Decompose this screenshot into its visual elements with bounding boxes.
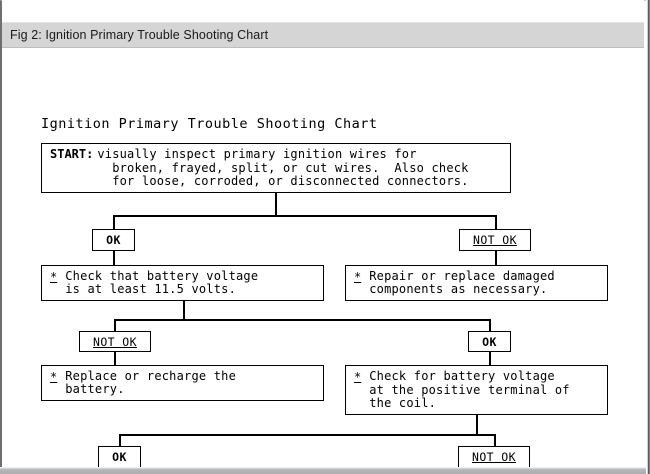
bullet-icon: * — [354, 370, 362, 385]
window-bottom-edge — [0, 467, 650, 474]
figure-caption-bar: Fig 2: Ignition Primary Trouble Shooting… — [2, 22, 644, 48]
node-check-battery-voltage: * Check that battery voltage is at least… — [41, 265, 324, 301]
node-repair-replace-components-text: Repair or replace damaged components as … — [369, 268, 555, 296]
chip-ok-row1-label: OK — [106, 233, 121, 247]
node-check-coil-terminal-voltage: * Check for battery voltage at the posit… — [345, 365, 608, 415]
bullet-icon: * — [354, 269, 362, 284]
chip-ok-row2: OK — [468, 331, 511, 352]
connector-row2-left-down — [183, 301, 185, 319]
chip-notok-row3-label: NOT OK — [472, 450, 516, 464]
chip-notok-row1: NOT OK — [459, 229, 531, 251]
connector-chip-notok-row2-down — [114, 352, 116, 365]
chip-notok-row2: NOT OK — [79, 331, 151, 352]
chip-ok-row2-label: OK — [482, 334, 497, 349]
connector-branch-2-left — [114, 319, 116, 331]
connector-chip-ok-row1-down — [113, 251, 115, 265]
chip-notok-row3: NOT OK — [458, 446, 530, 467]
connector-branch-3 — [119, 434, 495, 436]
connector-branch-1-right — [495, 215, 497, 229]
window-top-strip — [2, 0, 644, 22]
connector-branch-2-right — [489, 319, 491, 331]
figure-caption-text: Fig 2: Ignition Primary Trouble Shooting… — [10, 28, 269, 42]
flowchart-canvas: Ignition Primary Trouble Shooting Chart … — [3, 49, 644, 467]
connector-chip-notok-row1-down — [495, 251, 497, 265]
connector-start-down — [275, 193, 277, 215]
bullet-icon: * — [50, 269, 58, 284]
flowchart-title: Ignition Primary Trouble Shooting Chart — [41, 116, 378, 132]
node-check-coil-terminal-voltage-text: Check for battery voltage at the positiv… — [369, 369, 570, 411]
window-right-edge — [646, 0, 650, 474]
chip-ok-row3: OK — [98, 446, 141, 467]
node-replace-recharge-battery-text: Replace or recharge the battery. — [65, 368, 237, 396]
chip-notok-row2-label: NOT OK — [93, 334, 137, 349]
node-start-text: visually inspect primary ignition wires … — [97, 147, 469, 189]
connector-branch-1-left — [113, 215, 115, 229]
start-label: START: — [50, 147, 94, 162]
chip-ok-row3-label: OK — [112, 450, 127, 464]
bullet-icon: * — [50, 369, 58, 384]
chip-notok-row1-label: NOT OK — [473, 233, 517, 247]
connector-row3-right-down — [476, 415, 478, 434]
connector-branch-3-left — [119, 434, 121, 446]
chip-ok-row1: OK — [92, 229, 135, 251]
node-check-battery-voltage-text: Check that battery voltage is at least 1… — [65, 268, 259, 296]
connector-branch-1 — [113, 215, 496, 217]
connector-chip-ok-row2-down — [489, 352, 491, 365]
connector-branch-2 — [114, 319, 490, 321]
connector-branch-3-right — [494, 434, 496, 446]
node-start: START: visually inspect primary ignition… — [41, 143, 511, 193]
node-replace-recharge-battery: * Replace or recharge the battery. — [41, 365, 324, 401]
node-repair-replace-components: * Repair or replace damaged components a… — [345, 265, 608, 301]
